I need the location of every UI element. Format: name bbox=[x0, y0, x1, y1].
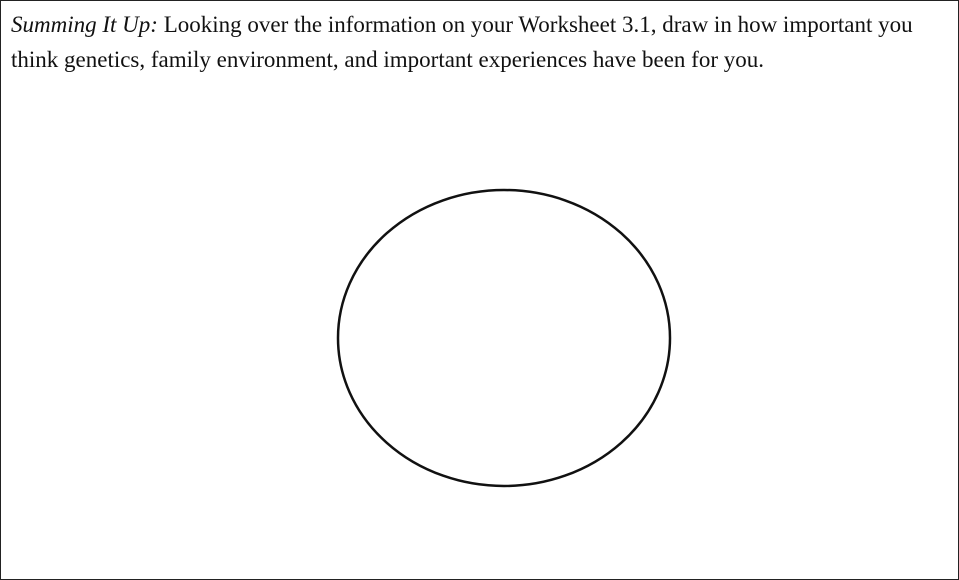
worksheet-prompt: Summing It Up: Looking over the informat… bbox=[11, 7, 931, 77]
prompt-lead-in: Summing It Up: bbox=[11, 12, 158, 37]
drawing-circle[interactable] bbox=[336, 188, 672, 488]
prompt-instructions: Looking over the information on your Wor… bbox=[11, 12, 913, 72]
